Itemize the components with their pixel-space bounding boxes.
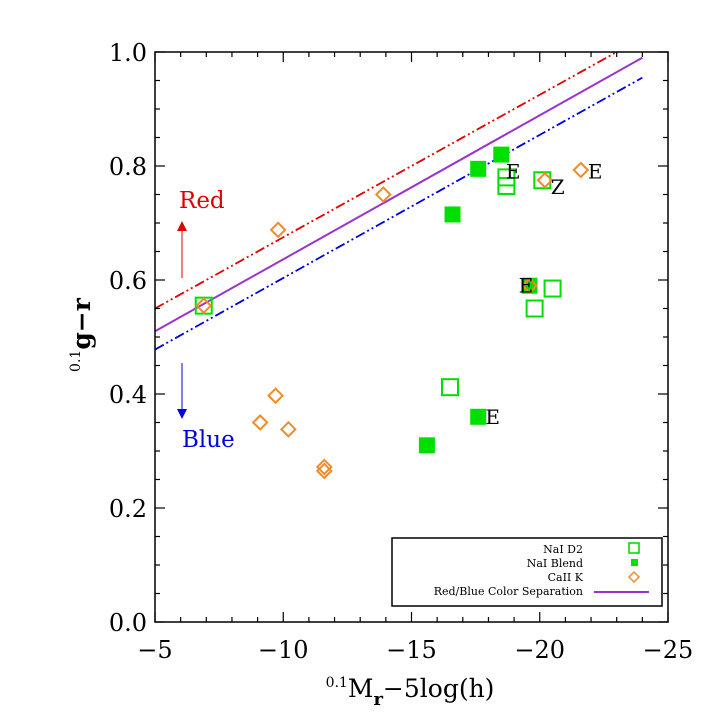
point-caii-k-7 — [374, 186, 392, 203]
red-arrow-head — [177, 221, 187, 231]
separation-line — [155, 56, 643, 333]
point-nai-d2-5 — [543, 279, 562, 298]
point-nai-d2-6 — [525, 299, 544, 318]
y-axis-title-sup: 0.1 — [68, 350, 84, 372]
point-caii-k-2 — [267, 387, 284, 405]
legend: NaI D2 NaI Blend CaII K Red/Blue Color S… — [391, 537, 663, 607]
legend-marker-open-diamond — [627, 570, 641, 584]
x-axis-title-sub: r — [373, 689, 383, 710]
blue-region-label-group: Blue — [177, 363, 235, 453]
annotation-label-1: Z — [551, 175, 565, 199]
point-caii-k-9 — [536, 171, 554, 189]
point-caii-k-6 — [315, 462, 333, 480]
point-caii-k-5 — [315, 458, 333, 476]
red-region-label: Red — [179, 188, 225, 214]
legend-box — [391, 537, 663, 607]
x-tick-label-4: −25 — [643, 636, 694, 664]
y-tick-label-4: 0.8 — [109, 153, 147, 181]
x-tick-label-2: −15 — [386, 636, 437, 664]
point-nai-d2-1 — [440, 378, 459, 397]
annotation-label-3: E — [519, 274, 534, 298]
annotation-label-2: E — [588, 160, 603, 184]
point-nai-blend-2 — [470, 160, 487, 177]
blue-region-label: Blue — [182, 427, 235, 453]
point-caii-k-0 — [195, 297, 213, 315]
point-caii-k-1 — [269, 221, 287, 239]
blue-arrow-head — [177, 409, 187, 419]
y-axis-title-main: g−r — [67, 297, 96, 349]
x-tick-label-1: −10 — [258, 636, 309, 664]
point-nai-blend-1 — [444, 206, 461, 223]
x-tick-label-3: −20 — [514, 636, 565, 664]
x-axis-title-main: M — [348, 674, 374, 703]
y-tick-label-1: 0.2 — [109, 495, 147, 523]
y-axis-title: 0.1g−r — [67, 297, 96, 372]
y-tick-label-5: 1.0 — [109, 39, 147, 67]
annotation-label-4: E — [485, 405, 500, 429]
red-boundary-line — [155, 52, 618, 310]
plot-inner — [155, 52, 643, 351]
annotation-label-0: E — [506, 160, 521, 184]
point-nai-d2-4 — [533, 171, 552, 190]
legend-marker-open-square — [628, 542, 640, 554]
y-tick-label-3: 0.6 — [109, 267, 147, 295]
legend-label-caii-k: CaII K — [548, 571, 584, 584]
plot-frame — [154, 51, 669, 623]
legend-marker-filled-square — [631, 559, 638, 566]
x-tick-label-0: −5 — [137, 636, 172, 664]
point-nai-blend-3 — [493, 146, 510, 163]
red-region-label-group: Red — [177, 188, 225, 278]
x-axis-title: 0.1Mr−5log(h) — [326, 674, 495, 710]
point-caii-k-3 — [251, 414, 269, 431]
point-caii-k-4 — [279, 420, 297, 438]
point-nai-d2-3 — [497, 176, 516, 195]
point-nai-blend-0 — [418, 437, 435, 454]
point-caii-k-10 — [572, 161, 590, 179]
x-axis-title-rest: −5log(h) — [383, 674, 495, 703]
y-tick-label-0: 0.0 — [109, 609, 147, 637]
blue-boundary-line — [155, 76, 643, 351]
legend-label-nai-d2: NaI D2 — [543, 543, 583, 556]
axes: −5 −10 −15 −20 −25 0.0 0.2 0.4 0.6 0.8 1.0 — [109, 39, 694, 664]
x-axis-title-sup: 0.1 — [326, 675, 348, 691]
legend-label-nai-blend: NaI Blend — [527, 557, 583, 570]
point-nai-blend-4 — [470, 408, 487, 425]
legend-label-separation: Red/Blue Color Separation — [434, 585, 583, 598]
point-caii-k-8 — [521, 277, 538, 295]
y-tick-label-2: 0.4 — [109, 381, 147, 409]
